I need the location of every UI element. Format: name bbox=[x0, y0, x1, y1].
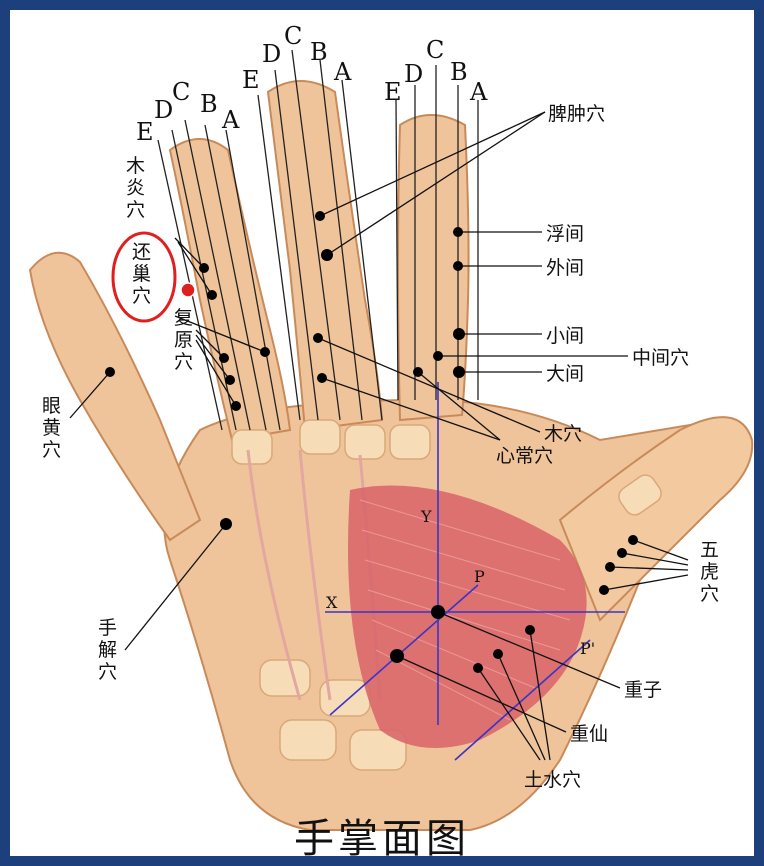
label-pi-zhong: 脾肿穴 bbox=[548, 103, 605, 125]
col-letter-E: E bbox=[242, 66, 260, 94]
col-letter-B: B bbox=[310, 38, 328, 66]
label-mu-yan: 木炎穴 bbox=[126, 155, 145, 221]
diagram-title: 手掌面图 bbox=[294, 816, 470, 862]
label-shou-jie: 手解穴 bbox=[98, 617, 117, 683]
col-letter-D: D bbox=[404, 60, 423, 88]
label-mu-xue: 木穴 bbox=[544, 423, 582, 445]
col-letter-E: E bbox=[136, 118, 154, 146]
label-yan-huang: 眼黄穴 bbox=[42, 395, 61, 461]
label-fu-yuan: 复原穴 bbox=[174, 307, 193, 373]
x-axis-label: X bbox=[326, 593, 338, 612]
label-fu-jian: 浮间 bbox=[546, 223, 584, 245]
label-da-jian: 大间 bbox=[546, 363, 584, 385]
col-letter-C: C bbox=[426, 36, 444, 64]
label-huan-chao: 还巢穴 bbox=[132, 241, 151, 307]
col-letter-A: A bbox=[221, 106, 240, 134]
label-zhong-zi: 重子 bbox=[624, 679, 662, 701]
col-letter-C: C bbox=[284, 22, 302, 50]
label-zhong-xian: 重仙 bbox=[570, 723, 608, 745]
label-wu-hu: 五虎穴 bbox=[700, 539, 719, 605]
col-letter-D: D bbox=[154, 96, 173, 124]
label-wai-jian: 外间 bbox=[546, 257, 584, 279]
col-letter-A: A bbox=[469, 78, 488, 106]
col-letter-B: B bbox=[200, 90, 218, 118]
label-zhong-jian: 中间穴 bbox=[632, 347, 689, 369]
col-letter-C: C bbox=[172, 78, 190, 106]
col-letter-D: D bbox=[262, 40, 281, 68]
col-letter-A: A bbox=[333, 58, 352, 86]
label-tu-shui: 土水穴 bbox=[524, 769, 581, 791]
label-xin-chang: 心常穴 bbox=[496, 445, 553, 467]
label-xiao-jian: 小间 bbox=[546, 325, 584, 347]
huan-chao-point bbox=[181, 283, 195, 297]
p-prime-axis-label: P' bbox=[580, 639, 595, 658]
col-letter-E: E bbox=[384, 78, 402, 106]
p-axis-label: P bbox=[474, 567, 485, 586]
col-letter-B: B bbox=[450, 58, 468, 86]
y-axis-label: Y bbox=[420, 507, 432, 526]
